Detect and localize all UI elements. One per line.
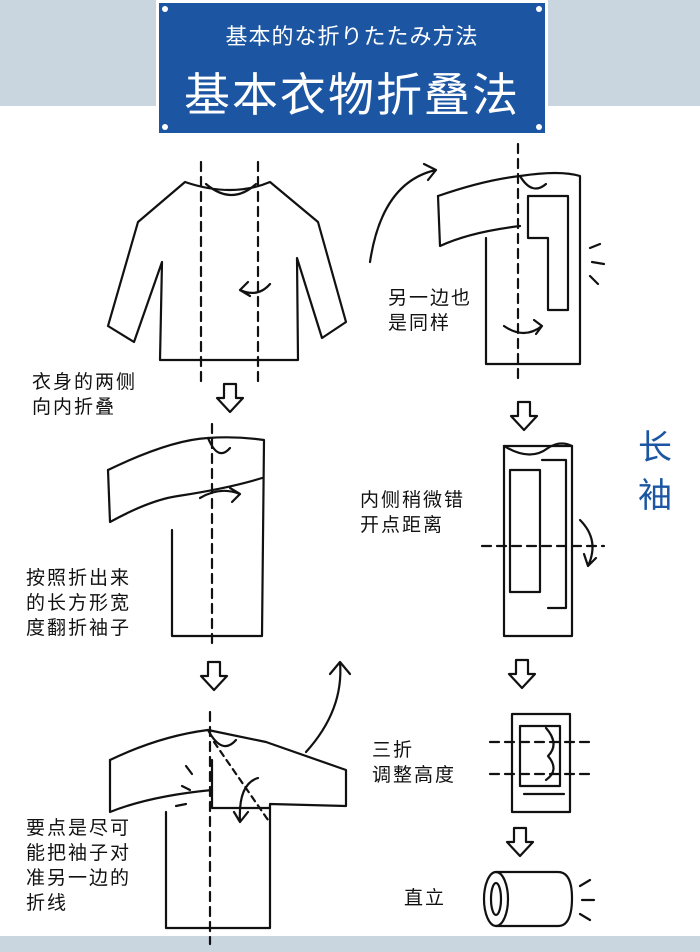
shirt-flat [106, 160, 348, 384]
down-arrow-icon [215, 382, 245, 414]
shirt-both-sleeves [436, 142, 606, 382]
step-2-label: 按照折出来 的长方形宽 度翻折袖子 [26, 567, 132, 639]
step-5-label: 内侧稍微错 开点距离 [360, 489, 466, 536]
shirt-rectangle [480, 442, 606, 638]
banner-title: 基本衣物折叠法 [184, 68, 520, 122]
step-7-label: 直立 [404, 887, 447, 909]
side-label-char: 长 [638, 428, 672, 468]
down-arrow-icon [199, 660, 229, 692]
shirt-standing [482, 870, 596, 928]
curved-arrow-icon [368, 162, 438, 264]
shirt-sleeve-folded [108, 710, 348, 946]
pin-icon [162, 6, 168, 12]
step-4-label: 另一边也 是同样 [388, 287, 473, 334]
pin-icon [536, 6, 542, 12]
down-arrow-icon [507, 658, 537, 690]
title-banner: 基本的な折りたたみ方法 基本衣物折叠法 [156, 0, 548, 136]
shirt-sides-folded [106, 422, 266, 646]
side-label-char: 袖 [638, 476, 672, 516]
curved-arrow-icon [304, 660, 352, 754]
step-6-label: 三折 调整高度 [372, 739, 457, 786]
banner-subtitle: 基本的な折りたたみ方法 [225, 25, 479, 50]
step-3-label: 要点是尽可 能把袖子对 准另一边的 折线 [26, 817, 132, 914]
down-arrow-icon [509, 400, 539, 432]
shirt-thirds [488, 712, 596, 814]
footer-band [0, 936, 700, 952]
pin-icon [536, 124, 542, 130]
step-1-label: 衣身的两侧 向内折叠 [32, 371, 138, 418]
down-arrow-icon [505, 826, 535, 858]
pin-icon [162, 124, 168, 130]
